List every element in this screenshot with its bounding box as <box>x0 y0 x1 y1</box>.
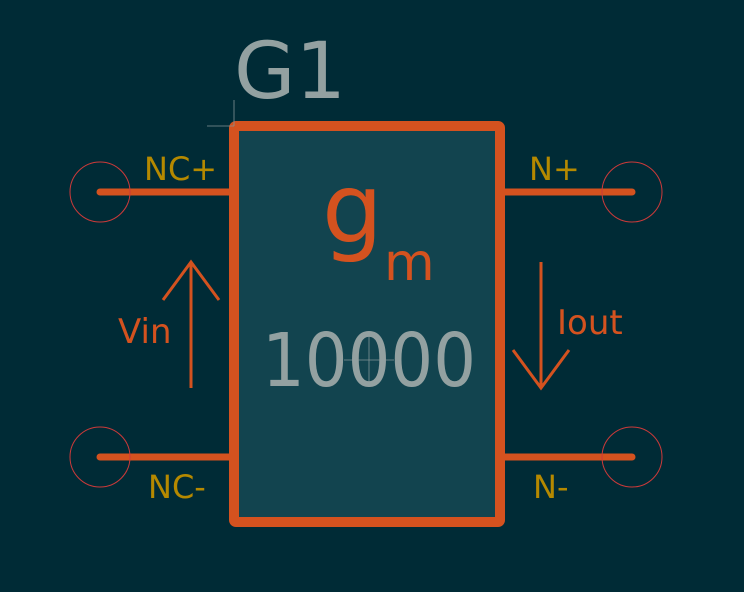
reference-designator[interactable]: G1 <box>234 27 346 117</box>
iout-arrow-head <box>511 349 571 391</box>
pin-nc-plus-endpoint[interactable] <box>69 161 131 223</box>
pin-label-n-minus: N- <box>533 468 568 506</box>
vin-arrow-head <box>161 259 221 301</box>
pin-n-plus-endpoint[interactable] <box>601 161 663 223</box>
component-value[interactable]: 10000 <box>262 318 476 404</box>
pin-label-n-plus: N+ <box>529 150 580 188</box>
vin-label: Vin <box>118 312 172 352</box>
symbol-subscript: m <box>384 233 435 293</box>
pin-nc-minus-endpoint[interactable] <box>69 426 131 488</box>
component-body[interactable] <box>229 121 505 527</box>
iout-label: Iout <box>557 303 623 343</box>
symbol-main-glyph: g <box>322 153 383 265</box>
pin-n-minus-endpoint[interactable] <box>601 426 663 488</box>
pin-label-nc-plus: NC+ <box>144 150 217 188</box>
pin-label-nc-minus: NC- <box>148 468 206 506</box>
